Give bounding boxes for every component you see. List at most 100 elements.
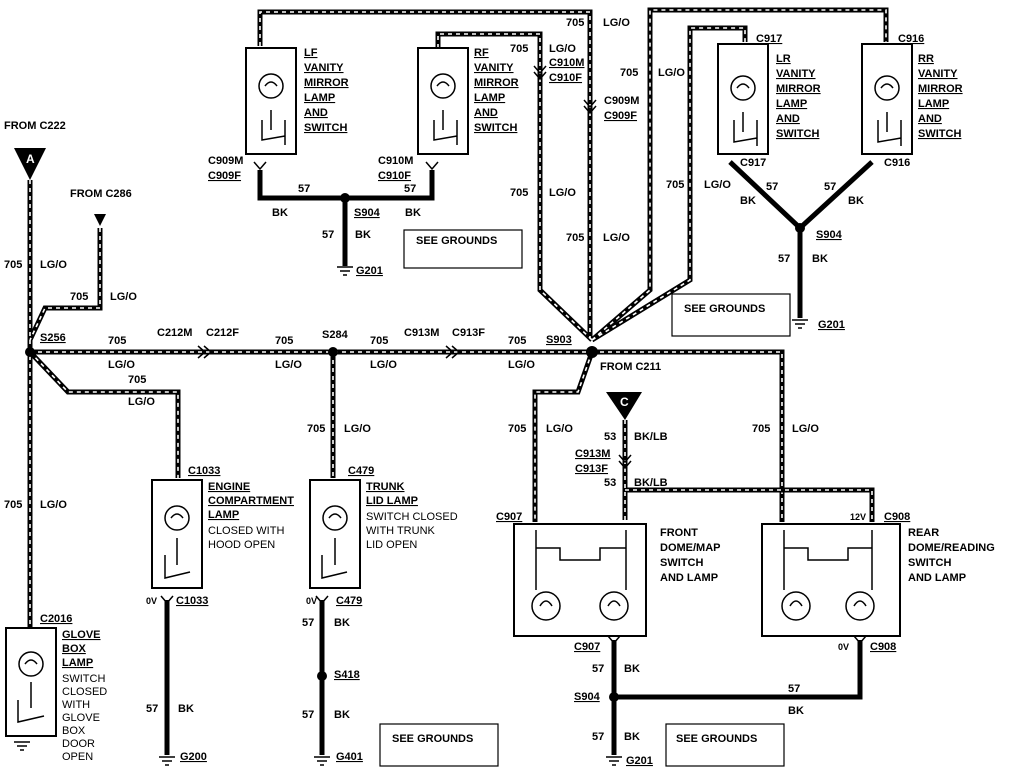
glove-box-note-line: CLOSED <box>62 686 107 698</box>
connector-label: C212M <box>157 327 192 339</box>
connector-label: C909F <box>208 170 241 182</box>
see-grounds-box-4 <box>665 723 785 767</box>
glove-lamp-box <box>5 627 57 737</box>
see-grounds-box-3 <box>379 723 499 767</box>
inline-connectors <box>160 65 867 645</box>
glove-box-label-line: GLOVE <box>62 629 101 641</box>
connector-label: C910M <box>549 57 584 69</box>
engine-lamp-label-line: COMPARTMENT <box>208 495 294 507</box>
ground-label: G201 <box>356 265 383 277</box>
connector-label: C1033 <box>176 595 208 607</box>
wire-color-label: LG/O <box>110 291 137 303</box>
splice-nodes <box>25 193 805 702</box>
lf-vanity-label-line: VANITY <box>304 62 344 74</box>
wire-num-label: 57 <box>322 229 334 241</box>
rear-dome-label-line: DOME/READING <box>908 542 995 554</box>
connector-label: C913F <box>452 327 485 339</box>
wire-num-label: 705 <box>566 232 584 244</box>
from-c286-arrow <box>94 214 106 226</box>
wire-num-label: 705 <box>508 335 526 347</box>
component-boxes <box>5 43 913 737</box>
rr-vanity-label-line: SWITCH <box>918 128 961 140</box>
rear-dome-label-line: AND LAMP <box>908 572 966 584</box>
rr-vanity-label-line: VANITY <box>918 68 958 80</box>
bk-wires <box>164 160 874 755</box>
rr-vanity-label-line: RR <box>918 53 934 65</box>
splice-label: S904 <box>816 229 843 241</box>
wire-num-label: 57 <box>298 183 310 195</box>
trunk-lamp-note-line: SWITCH CLOSED <box>366 511 458 523</box>
lf-vanity-label-line: LAMP <box>304 92 335 104</box>
wire-57-s904-rear <box>614 640 863 700</box>
wire-color-label: BK <box>624 731 640 743</box>
wire-num-label: 57 <box>778 253 790 265</box>
wire-color-label: LG/O <box>108 359 135 371</box>
splice-label: S904 <box>354 207 381 219</box>
connector-label: C917 <box>740 157 766 169</box>
wire-num-label: 57 <box>788 683 800 695</box>
connector-label: C479 <box>348 465 374 477</box>
wire-color-label: LG/O <box>128 396 155 408</box>
wire-num-label: 705 <box>4 259 22 271</box>
connector-label: C908 <box>870 641 896 653</box>
rf-vanity-label-line: RF <box>474 47 489 59</box>
wire-num-label: 705 <box>620 67 638 79</box>
connector-label: C212F <box>206 327 239 339</box>
wire-color-label: BK <box>178 703 194 715</box>
glove-box-note-line: WITH <box>62 699 90 711</box>
wire-color-label: LG/O <box>546 423 573 435</box>
rf-vanity-box <box>417 47 469 155</box>
lf-vanity-label-line: AND <box>304 107 328 119</box>
lr-vanity-label-line: LR <box>776 53 791 65</box>
wire-num-label: 57 <box>302 617 314 629</box>
rr-vanity-label-line: AND <box>918 113 942 125</box>
trunk-lamp-label-line: LID LAMP <box>366 495 418 507</box>
wire-color-label: LG/O <box>704 179 731 191</box>
connector-label: C913M <box>575 448 610 460</box>
rr-vanity-label-line: MIRROR <box>918 83 963 95</box>
front-dome-label-line: AND LAMP <box>660 572 718 584</box>
wire-color-label: LG/O <box>40 499 67 511</box>
wire-color-label: LG/O <box>549 43 576 55</box>
lr-vanity-label-line: SWITCH <box>776 128 819 140</box>
wire-color-label: LG/O <box>549 187 576 199</box>
from-c222-label: FROM C222 <box>4 120 66 132</box>
wire-num-label: 57 <box>824 181 836 193</box>
wire-color-label: LG/O <box>792 423 819 435</box>
wire-num-label: 705 <box>666 179 684 191</box>
connector-label: C909M <box>208 155 243 167</box>
connector-a-letter: A <box>26 152 35 166</box>
ground-label: G201 <box>818 319 845 331</box>
connector-c: C <box>606 392 642 420</box>
wire-num-label: 705 <box>307 423 325 435</box>
see-grounds-box-1 <box>403 229 523 269</box>
wire-705-lr-rr <box>590 7 889 342</box>
glove-box-note-line: OPEN <box>62 751 93 763</box>
wire-num-label: 705 <box>752 423 770 435</box>
splice-label: S256 <box>40 332 66 344</box>
wire-labels: FROM C222 FROM C286 FROM C211 705 LG/O 7… <box>4 17 924 767</box>
wire-color-label: LG/O <box>275 359 302 371</box>
ground-symbols <box>14 266 808 766</box>
wire-num-label: 53 <box>604 431 616 443</box>
glove-box-label-line: BOX <box>62 643 87 655</box>
ground-label: G201 <box>626 755 653 767</box>
front-dome-label-line: DOME/MAP <box>660 542 721 554</box>
glove-box-note-line: GLOVE <box>62 712 100 724</box>
wire-color-label: BK <box>272 207 288 219</box>
connector-label: C907 <box>574 641 600 653</box>
wire-color-label: BK <box>788 705 804 717</box>
lr-vanity-box <box>717 43 769 155</box>
connector-a: A <box>14 148 46 180</box>
wire-color-label: BK <box>334 617 350 629</box>
wire-color-label: BK <box>334 709 350 721</box>
rear-dome-box <box>761 523 901 637</box>
wire-num-label: 705 <box>275 335 293 347</box>
trunk-lamp-note-line: WITH TRUNK <box>366 525 436 537</box>
